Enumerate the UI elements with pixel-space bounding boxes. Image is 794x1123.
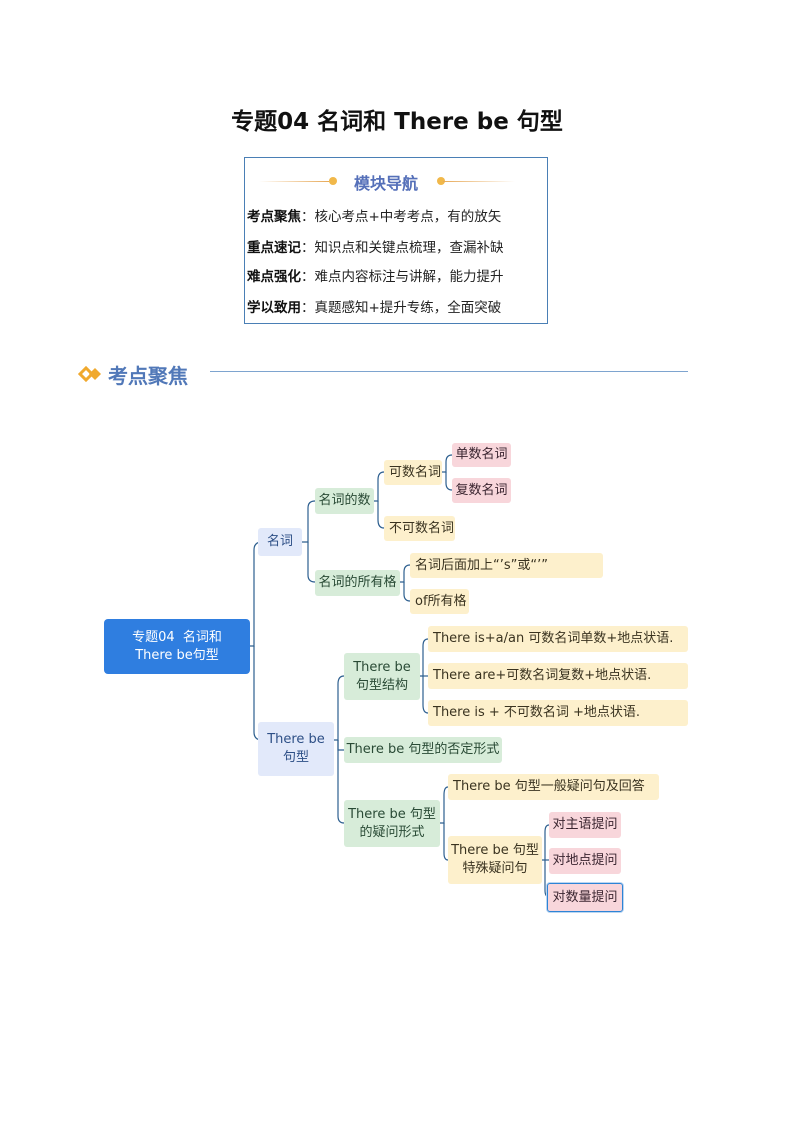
page-title: 专题04 名词和 There be 句型	[231, 109, 563, 135]
connector	[377, 501, 385, 529]
connector	[542, 824, 550, 861]
node-noun-number[interactable]: 名词的数	[315, 488, 374, 514]
nav-row-text: ：核心考点+中考考点，有的放矢	[301, 209, 502, 225]
nav-row-label: 考点聚焦	[247, 209, 301, 225]
node-possessive-s[interactable]: 名词后面加上“’s”或“’”	[410, 553, 603, 578]
node-possessive[interactable]: 名词的所有格	[315, 570, 400, 596]
node-uncountable[interactable]: 不可数名词	[384, 516, 455, 541]
nav-decor-line-right	[443, 181, 515, 182]
node-ask-place[interactable]: 对地点提问	[549, 848, 621, 874]
nav-row: 难点强化：难点内容标注与讲解，能力提升	[247, 265, 504, 285]
node-possessive-of[interactable]: of所有格	[410, 589, 469, 614]
node-structure-2[interactable]: There are+可数名词复数+地点状语.	[428, 663, 688, 689]
nav-row: 重点速记：知识点和关键点梳理，查漏补缺	[247, 236, 504, 256]
connector	[334, 675, 345, 741]
node-singular[interactable]: 单数名词	[452, 443, 511, 467]
connector	[440, 786, 449, 824]
connector	[374, 471, 385, 502]
nav-header: 模块导航	[245, 170, 547, 194]
node-ask-subject[interactable]: 对主语提问	[549, 812, 621, 838]
node-negative[interactable]: There be 句型的否定形式	[344, 737, 502, 763]
connector	[445, 472, 453, 491]
node-ask-quantity[interactable]: 对数量提问	[547, 883, 623, 912]
connector	[442, 454, 453, 473]
nav-row: 学以致用：真题感知+提升专练，全面突破	[247, 296, 501, 316]
node-general-question[interactable]: There be 句型一般疑问句及回答	[448, 774, 659, 800]
connector	[307, 542, 316, 583]
nav-decor-line-left	[259, 181, 329, 182]
nav-dot-icon	[329, 177, 337, 185]
node-structure-1[interactable]: There is+a/an 可数名词单数+地点状语.	[428, 626, 688, 652]
node-question[interactable]: There be 句型 的疑问形式	[344, 800, 440, 847]
connector	[420, 638, 429, 677]
connector	[302, 500, 316, 543]
mindmap-root-node[interactable]: 专题04 名词和 There be句型	[104, 619, 250, 674]
connector	[250, 541, 263, 647]
nav-row-label: 学以致用	[247, 300, 301, 316]
connector	[422, 676, 429, 714]
nav-row-text: ：真题感知+提升专练，全面突破	[301, 300, 502, 316]
module-navigation-box: 模块导航 考点聚焦：核心考点+中考考点，有的放矢 重点速记：知识点和关键点梳理，…	[244, 157, 548, 324]
node-countable[interactable]: 可数名词	[384, 460, 442, 485]
node-noun[interactable]: 名词	[258, 528, 302, 556]
nav-row-text: ：难点内容标注与讲解，能力提升	[301, 269, 504, 285]
nav-row-label: 重点速记	[247, 240, 301, 256]
connector	[403, 582, 411, 602]
node-structure[interactable]: There be 句型结构	[344, 653, 420, 700]
nav-row-label: 难点强化	[247, 269, 301, 285]
nav-dot-icon	[437, 177, 445, 185]
connector	[337, 740, 345, 824]
node-structure-3[interactable]: There is + 不可数名词 +地点状语.	[428, 700, 688, 726]
node-plural[interactable]: 复数名词	[452, 478, 511, 503]
node-special-question[interactable]: There be 句型 特殊疑问句	[448, 836, 542, 884]
double-diamond-icon	[78, 365, 101, 383]
nav-row: 考点聚焦：核心考点+中考考点，有的放矢	[247, 205, 501, 225]
nav-row-text: ：知识点和关键点梳理，查漏补缺	[301, 240, 504, 256]
section-title: 考点聚焦	[108, 364, 188, 388]
connector	[443, 823, 449, 861]
section-divider	[210, 371, 688, 372]
node-there-be[interactable]: There be 句型	[258, 722, 334, 776]
nav-heading: 模块导航	[353, 174, 418, 193]
connector	[400, 564, 411, 583]
